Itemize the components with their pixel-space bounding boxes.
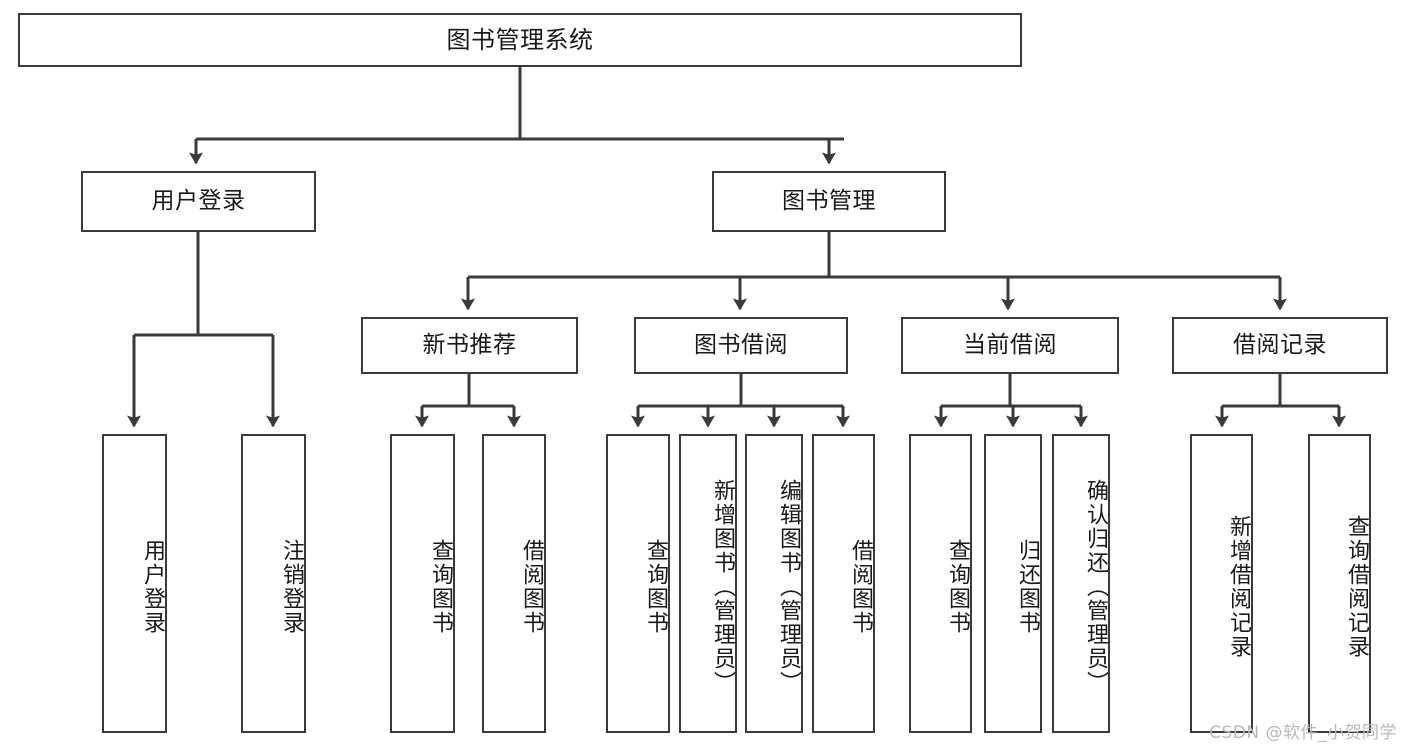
leaf-user-logout[interactable]: 注销登录 [241, 434, 306, 733]
leaf-label: 查询图书 [945, 538, 970, 635]
node-user-login[interactable]: 用户登录 [81, 171, 316, 232]
leaf-query-book-3[interactable]: 查询图书 [909, 434, 972, 733]
node-current-borrowing[interactable]: 当前借阅 [901, 317, 1119, 374]
leaf-label: 编辑图书（管理员） [776, 478, 801, 695]
node-book-management[interactable]: 图书管理 [712, 171, 946, 232]
leaf-query-book-1[interactable]: 查询图书 [390, 434, 455, 733]
leaf-return-book[interactable]: 归还图书 [984, 434, 1042, 733]
node-root-system[interactable]: 图书管理系统 [18, 13, 1022, 67]
leaf-borrow-book-1[interactable]: 借阅图书 [482, 434, 546, 733]
leaf-edit-book-admin[interactable]: 编辑图书（管理员） [745, 434, 803, 733]
leaf-label: 注销登录 [279, 538, 304, 635]
leaf-label: 确认归还（管理员） [1083, 478, 1108, 695]
node-book-borrowing[interactable]: 图书借阅 [634, 317, 848, 374]
leaf-label: 新增借阅记录 [1226, 514, 1251, 659]
leaf-label: 新增图书（管理员） [710, 478, 735, 695]
leaf-user-login[interactable]: 用户登录 [102, 434, 167, 733]
leaf-label: 查询借阅记录 [1344, 514, 1369, 659]
csdn-watermark: CSDN @软件_小贺同学 [1209, 723, 1397, 743]
leaf-add-borrow-record[interactable]: 新增借阅记录 [1190, 434, 1253, 733]
leaf-label: 归还图书 [1015, 538, 1040, 635]
node-new-book-recommendation[interactable]: 新书推荐 [361, 317, 578, 374]
leaf-label: 查询图书 [643, 538, 668, 635]
leaf-confirm-return-admin[interactable]: 确认归还（管理员） [1052, 434, 1110, 733]
leaf-label: 借阅图书 [519, 538, 544, 635]
leaf-add-book-admin[interactable]: 新增图书（管理员） [679, 434, 737, 733]
leaf-label: 用户登录 [140, 538, 165, 635]
leaf-query-book-2[interactable]: 查询图书 [606, 434, 670, 733]
node-borrowing-records[interactable]: 借阅记录 [1172, 317, 1388, 374]
leaf-borrow-book-2[interactable]: 借阅图书 [812, 434, 875, 733]
leaf-label: 借阅图书 [848, 538, 873, 635]
leaf-query-borrow-record[interactable]: 查询借阅记录 [1308, 434, 1371, 733]
leaf-label: 查询图书 [428, 538, 453, 635]
